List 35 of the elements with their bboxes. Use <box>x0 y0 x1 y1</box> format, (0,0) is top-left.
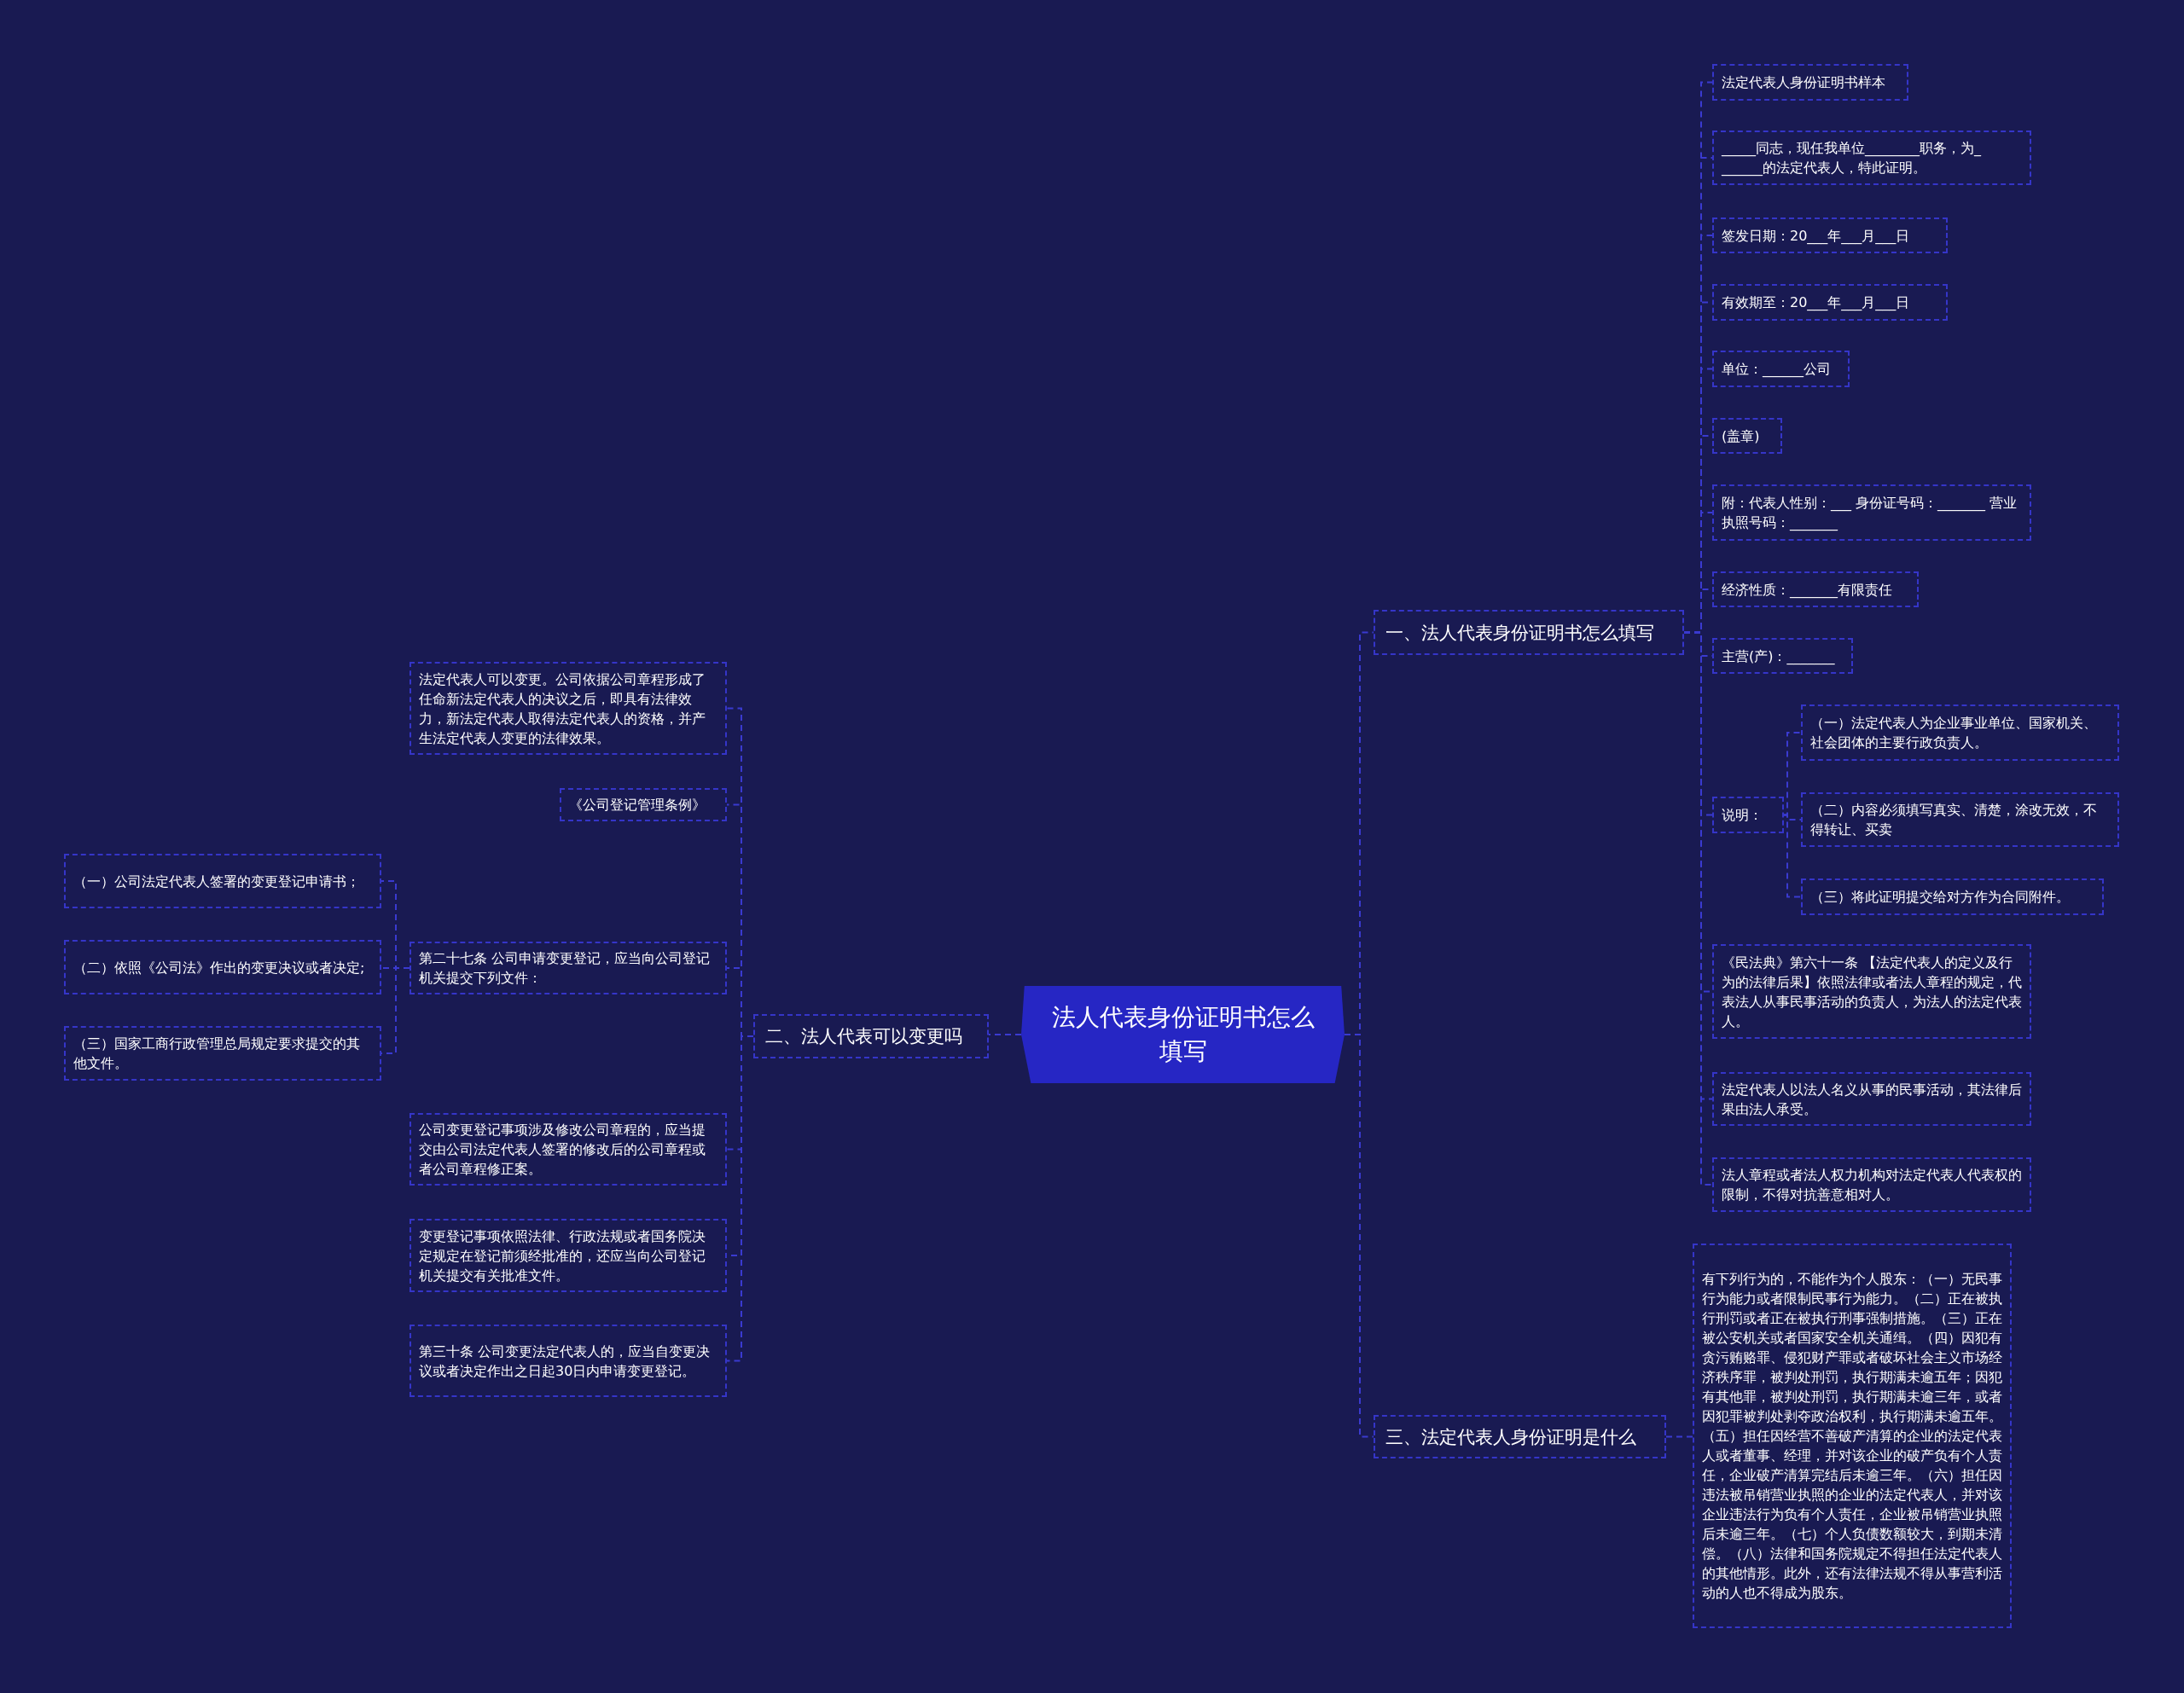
connector-line <box>1783 814 1802 898</box>
text-box: 法定代表人身份证明书样本 <box>1712 64 1908 101</box>
text-box: 公司变更登记事项涉及修改公司章程的，应当提交由公司法定代表人签署的修改后的公司章程或者公司章程修正案。 <box>410 1113 727 1186</box>
text-box: 单位：______公司 <box>1712 351 1850 387</box>
text-box: （二）内容必须填写真实、清楚，涂改无效，不得转让、买卖 <box>1801 792 2119 847</box>
text-box: （一）法定代表人为企业事业单位、国家机关、社会团体的主要行政负责人。 <box>1801 704 2119 761</box>
text-box: 第三十条 公司变更法定代表人的，应当自变更决议或者决定作出之日起30日内申请变更登记。 <box>410 1325 727 1397</box>
text-box: 第二十七条 公司申请变更登记，应当向公司登记机关提交下列文件： <box>410 942 727 994</box>
branch-topic-box: 一、法人代表身份证明书怎么填写 <box>1374 610 1684 655</box>
text-box: (盖章) <box>1712 418 1782 454</box>
text-box: 附：代表人性别：___ 身份证号码：_______ 营业执照号码：_______ <box>1712 484 2031 541</box>
central-topic-box: 法人代表身份证明书怎么填写 <box>1021 986 1345 1083</box>
text-box: 签发日期：20___年___月___日 <box>1712 217 1948 253</box>
connector-line <box>380 967 410 1054</box>
text-box: 主营(产)：_______ <box>1712 638 1853 674</box>
connector-line <box>988 1034 1022 1035</box>
text-box: 有效期至：20___年___月___日 <box>1712 284 1948 321</box>
text-box: （三）将此证明提交给对方作为合同附件。 <box>1801 878 2104 915</box>
text-box: 有下列行为的，不能作为个人股东：（一）无民事行为能力或者限制民事行为能力。（二）正在被执行刑罚或者正在被执行刑事强制措施。（三）正在被公安机关或者国家安全机关通缉。（四）因犯有贪污贿赂罪、侵犯财产罪或者破坏社会主义市场经济秩序罪，被判处刑罚，执行期满未逾五年；因犯有其他罪，被判处刑罚，执行期满未逾三年，或者因犯罪被判处剥夺政治权利，执行期满未逾五年。（五）担任因经营不善破产清算的企业的法定代表人或者董事、经理，并对该企业的破产负有个人责任，企业破产清算完结后未逾三年。（六）担任因违法被吊销营业执照的企业的法定代表人，并对该企业违法行为负有个人责任，企业被吊销营业执照后未逾三年。（七）个人负债数额较大，到期未清偿。（八）法律和国务院规定不得担任法定代表人的其他情形。此外，还有法律法规不得从事营利活动的人也不得成为股东。 <box>1693 1244 2012 1628</box>
branch-topic-box: 二、法人代表可以变更吗 <box>753 1014 989 1058</box>
branch-topic-box: 三、法定代表人身份证明是什么 <box>1374 1415 1666 1458</box>
text-box: 《公司登记管理条例》 <box>560 788 727 821</box>
connector-line <box>1683 631 1713 1186</box>
text-box: 《民法典》第六十一条 【法定代表人的定义及行为的法律后果】依照法律或者法人章程的规定，代表法人从事民事活动的负责人，为法人的法定代表人。 <box>1712 944 2031 1039</box>
text-box: 法定代表人以法人名义从事的民事活动，其法律后果由法人承受。 <box>1712 1072 2031 1126</box>
text-box: 变更登记事项依照法律、行政法规或者国务院决定规定在登记前须经批准的，还应当向公司登记机关提交有关批准文件。 <box>410 1219 727 1292</box>
text-box: 法人章程或者法人权力机构对法定代表人代表权的限制，不得对抗善意相对人。 <box>1712 1157 2031 1212</box>
text-box: 经济性质：_______有限责任 <box>1712 571 1919 607</box>
text-box: 法定代表人可以变更。公司依据公司章程形成了任命新法定代表人的决议之后，即具有法律效力，新法定代表人取得法定代表人的资格，并产生法定代表人变更的法律效果。 <box>410 662 727 755</box>
text-box: （一）公司法定代表人签署的变更登记申请书； <box>64 854 381 908</box>
text-box: （二）依照《公司法》作出的变更决议或者决定; <box>64 940 381 994</box>
text-box: _____同志，现任我单位________职务，为_ ______的法定代表人，特此证明。 <box>1712 130 2031 185</box>
text-box: （三）国家工商行政管理总局规定要求提交的其他文件。 <box>64 1026 381 1081</box>
text-box: 说明： <box>1712 797 1784 833</box>
connector-line <box>1665 1435 1693 1438</box>
